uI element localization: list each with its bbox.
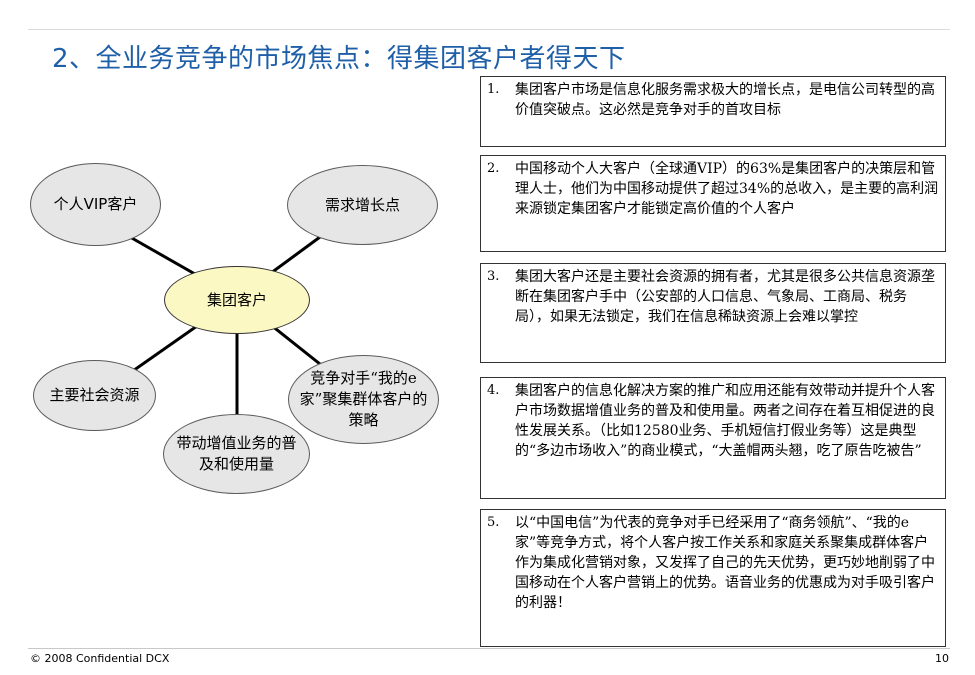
node-social-resource: 主要社会资源	[33, 360, 156, 431]
connector-lines	[119, 235, 331, 420]
node-demand-growth: 需求增长点	[287, 165, 438, 245]
list-item-1: 1. 集团客户市场是信息化服务需求极大的增长点，是电信公司转型的高价值突破点。这…	[480, 76, 946, 147]
top-divider	[28, 29, 950, 30]
list-item-4: 4. 集团客户的信息化解决方案的推广和应用还能有效带动并提升个人客户市场数据增值…	[480, 377, 946, 499]
page-number: 10	[935, 652, 949, 665]
hub-diagram: 个人VIP客户 需求增长点 集团客户 主要社会资源 竞争对手“我的e家”聚集群体…	[0, 0, 480, 675]
list-item-5: 5. 以“中国电信”为代表的竞争对手已经采用了“商务领航”、“我的e家”等竞争方…	[480, 509, 946, 647]
footer-copyright: © 2008 Confidential DCX	[30, 652, 170, 665]
list-item-2: 2. 中国移动个人大客户（全球通VIP）的63%是集团客户的决策层和管理人士，他…	[480, 155, 946, 252]
node-group-customer: 集团客户	[164, 266, 310, 334]
list-item-3: 3. 集团大客户还是主要社会资源的拥有者，尤其是很多公共信息资源垄断在集团客户手…	[480, 263, 946, 363]
footer-divider	[28, 648, 950, 649]
node-value-added-services: 带动增值业务的普及和使用量	[163, 414, 310, 494]
node-vip-customer: 个人VIP客户	[30, 163, 161, 246]
page-title: 2、全业务竞争的市场焦点：得集团客户者得天下	[52, 44, 626, 74]
node-competitor-strategy: 竞争对手“我的e家”聚集群体客户的策略	[288, 355, 439, 444]
